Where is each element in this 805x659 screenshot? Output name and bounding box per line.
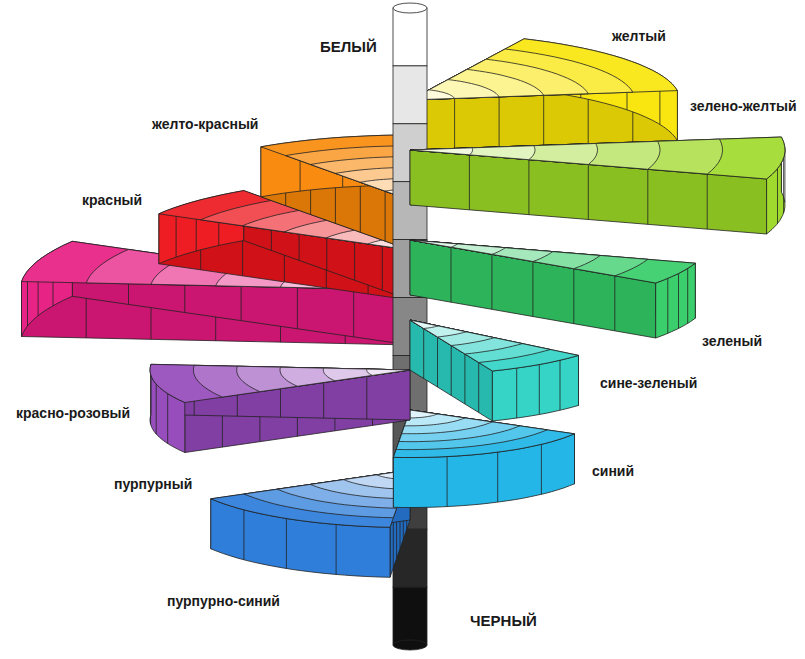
chroma-step [410, 141, 660, 169]
chroma-step [410, 139, 723, 174]
color-label: сине-зеленый [598, 375, 699, 392]
step-line [454, 98, 455, 148]
step-line [499, 97, 500, 147]
color-label: пурпурный [112, 476, 194, 493]
color-label: желтый [610, 28, 668, 45]
chroma-step [410, 320, 522, 354]
axis-top [393, 3, 427, 13]
chroma-step [211, 470, 410, 527]
value-step-line [243, 510, 244, 560]
color-label: синий [590, 463, 636, 480]
chroma-step [410, 320, 466, 337]
chroma-step [410, 240, 648, 276]
step-line [491, 254, 492, 309]
step-line [588, 94, 589, 144]
chroma-step [410, 320, 494, 346]
step-line [707, 174, 708, 229]
step-line [451, 247, 452, 302]
step-line [385, 191, 386, 241]
value-step-line [286, 519, 287, 569]
step-line [360, 182, 361, 232]
value-step [393, 8, 427, 66]
chroma-step [193, 365, 410, 397]
chroma-step [410, 146, 535, 160]
chroma-step [367, 369, 410, 375]
chroma-step [410, 49, 633, 100]
chroma-step [410, 320, 438, 329]
value-step-line [150, 374, 151, 424]
chroma-step [410, 240, 505, 254]
chroma-step [277, 470, 410, 508]
value-step-line [539, 365, 540, 415]
chroma-step [410, 148, 473, 155]
step-line [532, 262, 533, 317]
value-step-line [167, 394, 168, 444]
axis-bottom [393, 640, 427, 650]
step-line [573, 269, 574, 324]
chroma-step [410, 69, 544, 100]
value-step-line [336, 524, 337, 574]
color-label: красно-розовый [14, 405, 132, 422]
step-line [543, 95, 544, 145]
step-line [423, 329, 424, 379]
chroma-step [410, 240, 695, 283]
step-line [478, 363, 479, 413]
color-label: зеленый [700, 333, 764, 350]
chroma-step [237, 366, 410, 392]
step-line [614, 276, 615, 331]
value-step-line [687, 268, 688, 323]
color-label: зелено-желтый [688, 98, 799, 115]
value-step-line [667, 278, 668, 333]
chroma-step [323, 368, 410, 381]
chroma-step [393, 410, 574, 458]
chroma-step [410, 240, 553, 262]
value-step-line [516, 368, 517, 418]
chroma-step [407, 410, 437, 418]
wedge-end-face [410, 240, 656, 338]
step-line [647, 169, 648, 224]
value-step-line [497, 452, 498, 502]
color-label: красный [80, 192, 144, 209]
step-line [469, 155, 470, 210]
color-label: БЕЛЫЙ [318, 38, 379, 55]
step-line [528, 160, 529, 215]
step-line [437, 337, 438, 387]
chroma-step [410, 59, 588, 100]
step-line [382, 240, 383, 290]
value-step-line [156, 384, 157, 434]
chroma-step [402, 410, 493, 434]
step-line [451, 346, 452, 396]
wedge-end-face [151, 364, 410, 420]
chroma-step [280, 367, 410, 386]
step-line [588, 165, 589, 220]
chroma-step [410, 320, 550, 363]
chroma-step [410, 320, 579, 371]
chroma-step [150, 364, 410, 402]
color-label: пурпурно-синий [165, 593, 282, 610]
step-line [393, 518, 394, 568]
color-label: ЧЕРНЫЙ [468, 612, 539, 629]
value-step [393, 66, 427, 124]
color-label: желто-красный [150, 116, 260, 133]
value-step-line [783, 158, 784, 213]
chroma-step [410, 240, 600, 269]
value-step-line [560, 360, 561, 410]
value-step-line [541, 444, 542, 494]
value-step-line [447, 457, 448, 507]
value-step [393, 587, 427, 645]
chroma-step [410, 39, 677, 100]
step-line [464, 354, 465, 404]
value-step-line [678, 274, 679, 329]
chroma-step [405, 410, 465, 426]
chroma-step [410, 144, 598, 165]
chroma-step [410, 137, 785, 179]
chroma-step [244, 470, 410, 518]
chroma-step [410, 240, 458, 247]
value-step-line [777, 169, 778, 224]
